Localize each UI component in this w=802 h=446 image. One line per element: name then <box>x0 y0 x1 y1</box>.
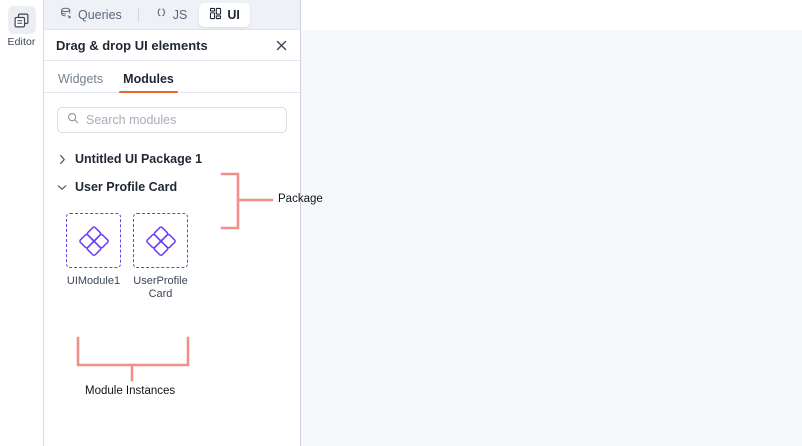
module-tree: Untitled UI Package 1 User Profile Card <box>44 133 300 201</box>
tab-label: Queries <box>78 7 122 22</box>
search-icon <box>67 111 79 129</box>
grid-layout-icon <box>209 7 222 23</box>
module-card-userprofilecard[interactable]: UserProfileCard <box>133 213 188 301</box>
chevron-down-icon <box>57 184 67 191</box>
search-box[interactable] <box>57 107 287 133</box>
close-icon[interactable] <box>272 36 290 54</box>
tab-divider <box>137 7 139 22</box>
panel-tabbar: Queries JS <box>44 0 300 30</box>
search-container <box>44 93 300 133</box>
tab-js[interactable]: JS <box>145 3 198 27</box>
module-card-label: UserProfileCard <box>133 275 188 300</box>
ui-panel: Queries JS <box>44 0 301 446</box>
rail-item-editor[interactable]: Editor <box>2 6 42 48</box>
annotation-label-package: Package <box>278 193 323 205</box>
module-card-label: UIModule1 <box>66 275 121 287</box>
annotation-label-module-instances: Module Instances <box>85 385 176 397</box>
panel-header: Drag & drop UI elements <box>44 30 300 61</box>
tab-label: JS <box>172 7 188 22</box>
module-instance-grid: UIModule1 UserProfileCard <box>44 201 300 301</box>
tab-label: UI <box>227 7 240 22</box>
left-rail: Editor <box>0 0 44 446</box>
subtab-widgets[interactable]: Widgets <box>58 72 104 86</box>
stacked-pages-icon <box>7 6 36 34</box>
four-diamonds-icon <box>133 213 188 268</box>
canvas-area[interactable] <box>301 30 802 446</box>
tab-queries[interactable]: Queries <box>50 3 132 27</box>
database-icon <box>60 7 73 23</box>
canvas-topbar <box>301 0 802 30</box>
tree-item-untitled-ui-package-1[interactable]: Untitled UI Package 1 <box>44 145 300 173</box>
tree-item-label: User Profile Card <box>75 180 178 194</box>
rail-item-label: Editor <box>7 36 36 48</box>
curly-braces-icon <box>155 7 168 23</box>
subtab-modules[interactable]: Modules <box>119 72 178 93</box>
tab-ui[interactable]: UI <box>199 2 250 27</box>
four-diamonds-icon <box>66 213 121 268</box>
tree-item-user-profile-card[interactable]: User Profile Card <box>44 173 300 201</box>
module-card-uimodule1[interactable]: UIModule1 <box>66 213 121 301</box>
chevron-right-icon <box>57 154 67 165</box>
tree-item-label: Untitled UI Package 1 <box>75 152 203 166</box>
panel-subtabs: Widgets Modules <box>44 61 300 93</box>
search-input[interactable] <box>86 113 277 127</box>
panel-title: Drag & drop UI elements <box>56 37 208 53</box>
